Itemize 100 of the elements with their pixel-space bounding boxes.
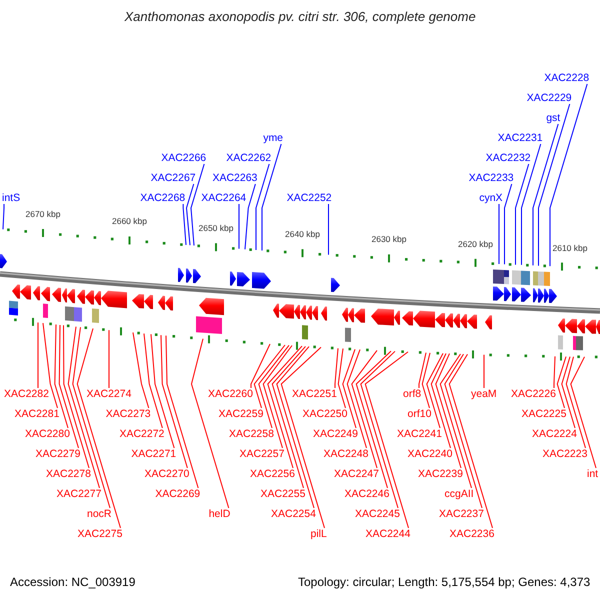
- gene-label: XAC2277: [56, 488, 102, 500]
- leader-line: [160, 334, 188, 468]
- gene-block: [67, 289, 75, 304]
- gene-block: [20, 285, 31, 300]
- leader-line: [190, 164, 205, 246]
- gene-label: XAC2273: [106, 408, 151, 420]
- gene-label: XAC2270: [144, 468, 190, 480]
- gene-block: [512, 287, 521, 302]
- leader-line: [244, 184, 256, 250]
- leader-line: [238, 204, 240, 250]
- gene-label: ccgAII: [444, 488, 474, 500]
- gene-label: XAC2224: [532, 428, 577, 440]
- gene-block: [85, 290, 94, 305]
- leader-line: [63, 324, 90, 468]
- leader-line: [182, 204, 186, 246]
- gene-label: XAC2254: [271, 508, 316, 520]
- scale-ruler: [14, 318, 598, 361]
- gene-label: XAC2274: [86, 388, 132, 400]
- gene-label: XAC2257: [240, 448, 284, 460]
- gene-label: XAC2236: [450, 528, 494, 540]
- gene-label: XAC2223: [542, 448, 588, 460]
- leader-line: [68, 326, 100, 488]
- gene-block: [306, 306, 312, 320]
- gene-block: [52, 288, 61, 302]
- gene-block: [331, 278, 340, 292]
- leader-line: [276, 346, 314, 508]
- gene-block: [445, 313, 453, 328]
- gene-block: [321, 306, 327, 321]
- leader-line: [426, 352, 444, 428]
- leader-line: [328, 204, 329, 256]
- gene-label: XAC2255: [260, 488, 306, 500]
- gene-label: XAC2244: [366, 528, 410, 540]
- gene-block: [453, 314, 460, 328]
- leader-line: [342, 348, 356, 428]
- scale-label: 2670 kbp: [26, 208, 60, 219]
- leader-line: [191, 338, 230, 508]
- leader-line: [550, 84, 588, 267]
- leader-line: [521, 144, 542, 266]
- leader-line: [258, 344, 290, 428]
- leader-line: [108, 330, 110, 388]
- leader-line: [166, 335, 199, 488]
- gene-label: XAC2245: [355, 508, 400, 520]
- gene-label: XAC2256: [250, 468, 295, 480]
- leader-line: [54, 324, 68, 428]
- gene-block: [144, 294, 153, 310]
- gene-label: XAC2279: [36, 448, 80, 460]
- gene-label: cynX: [479, 192, 503, 204]
- gene-label: XAC2229: [526, 92, 572, 104]
- gene-block: [0, 254, 7, 268]
- gene-block: [12, 284, 20, 299]
- gene-label: XAC2269: [155, 488, 200, 500]
- gene-block: [544, 288, 549, 303]
- diagram-title: Xanthomonas axonopodis pv. citri str. 306, complete genome: [124, 9, 476, 25]
- leader-line: [351, 350, 378, 468]
- gene-block: [165, 296, 173, 310]
- gene-label: XAC2247: [334, 468, 379, 480]
- gene-label: int: [587, 468, 598, 480]
- leader-line: [280, 346, 325, 528]
- gene-block: [41, 286, 50, 302]
- gene-block: [538, 288, 544, 303]
- gene-block: [62, 288, 67, 302]
- gene-block: [199, 298, 224, 316]
- gene-block: [186, 268, 192, 283]
- leader-line: [532, 124, 559, 266]
- scale-label: 2630 kbp: [372, 234, 406, 244]
- leader-line: [256, 164, 270, 250]
- gene-label: XAC2251: [292, 388, 337, 400]
- leader-line: [444, 354, 482, 508]
- leader-line: [430, 353, 451, 448]
- leader-line: [418, 352, 426, 388]
- gene-block: [354, 308, 365, 323]
- gene-label: XAC2228: [544, 72, 590, 84]
- gene-label: XAC2271: [131, 448, 176, 460]
- accession-text: Accession: NC_003919: [10, 575, 136, 589]
- gene-label: XAC2232: [486, 152, 531, 164]
- gene-label: XAC2278: [46, 468, 91, 480]
- gene-label: helD: [208, 508, 230, 520]
- gene-label: XAC2281: [14, 408, 60, 420]
- gene-label: gst: [546, 112, 560, 124]
- leader-line: [132, 332, 150, 408]
- gene-label: XAC2268: [140, 192, 186, 204]
- leader-line: [435, 353, 462, 468]
- gene-block: [312, 306, 318, 320]
- gene-label: XAC2280: [25, 428, 70, 440]
- gene-block: [178, 268, 184, 282]
- leader-line: [538, 104, 570, 266]
- leader-line: [504, 184, 512, 265]
- scale-label: 2650 kbp: [198, 223, 234, 234]
- gene-label: XAC2282: [4, 388, 49, 400]
- gene-label: XAC2260: [208, 388, 253, 400]
- gene-block: [467, 314, 477, 329]
- gene-label: nocR: [87, 508, 112, 520]
- leader-line: [346, 349, 367, 448]
- leader-line: [267, 346, 302, 468]
- leader-line: [422, 352, 430, 408]
- gene-block: [504, 287, 511, 302]
- leader-line: [144, 333, 163, 428]
- leader-line: [58, 324, 79, 448]
- gene-block: [348, 308, 354, 322]
- gene-label: XAC2240: [408, 448, 452, 460]
